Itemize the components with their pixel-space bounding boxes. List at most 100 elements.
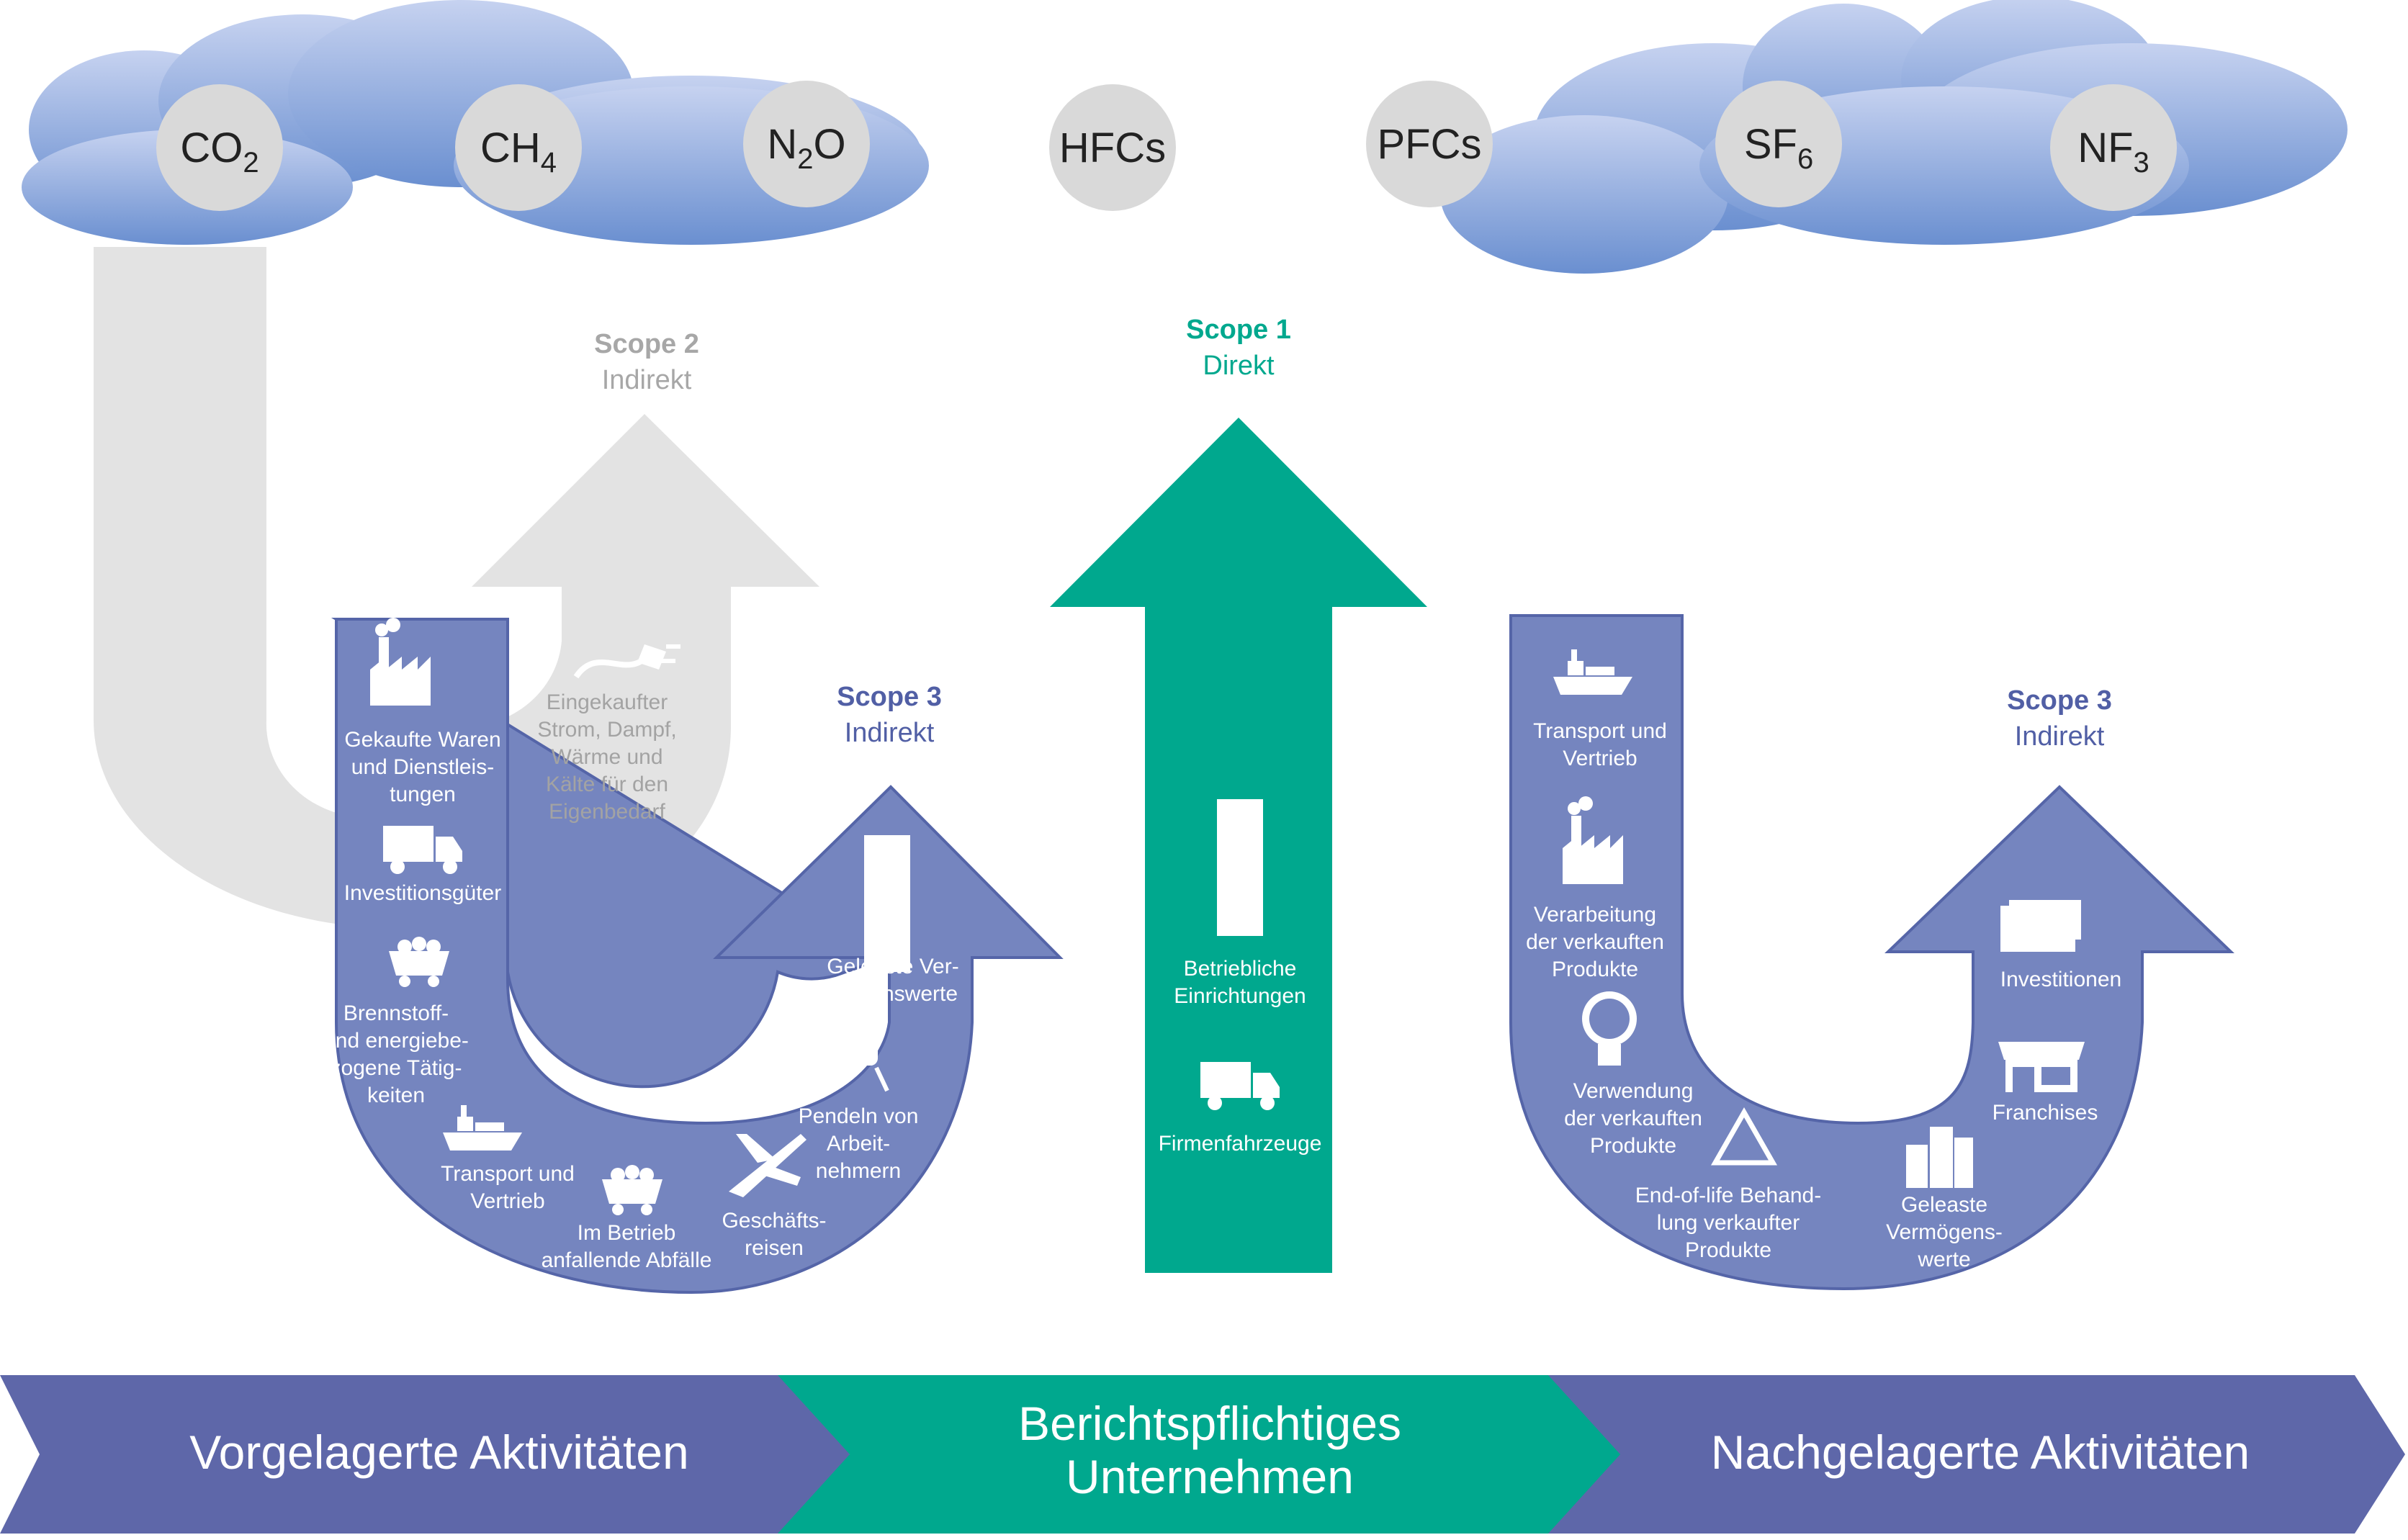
scope3-up-item-8-label: Geleaste Ver-mögenswerte xyxy=(827,955,958,1006)
scope3-down-item-7: € Investitionen xyxy=(2000,900,2121,991)
scope3-up-item-6-label: Geschäfts-reisen xyxy=(722,1209,826,1260)
truck-icon xyxy=(383,826,462,874)
scope3-up-item-3-label: Brennstoff-und energiebe-zogene Tätig-ke… xyxy=(323,1001,469,1107)
greenhouse-gases: CO2 CH4 N2O HFCs PFCs SF6 NF3 xyxy=(156,81,2177,211)
lightbulb-icon xyxy=(1582,991,1637,1066)
recycle-icon xyxy=(1710,1107,1778,1166)
scope3-down-item-6-label: Franchises xyxy=(1993,1101,2098,1125)
building-icon xyxy=(864,835,910,972)
truck-icon xyxy=(1200,1062,1280,1110)
scope3-up-item-6: Geschäfts-reisen xyxy=(722,1134,827,1260)
bottom-bar: Vorgelagerte Aktivitäten Berichtspflicht… xyxy=(0,1375,2405,1534)
cloud-right xyxy=(1440,0,2348,274)
scope3-up-item-2: Investitionsgüter xyxy=(344,826,501,905)
scope1-subtitle: Direkt xyxy=(1203,351,1275,381)
gas-ch4: CH4 xyxy=(455,84,582,211)
scope2-subtitle: Indirekt xyxy=(602,365,692,395)
gas-label: HFCs xyxy=(1059,125,1166,171)
gas-hfcs: HFCs xyxy=(1049,84,1176,211)
scope1-item-2-label: Firmenfahrzeuge xyxy=(1159,1132,1322,1156)
scope3-up-item-3: Brennstoff-und energiebe-zogene Tätig-ke… xyxy=(323,937,469,1107)
gas-circle xyxy=(156,84,283,211)
gas-label: CH4 xyxy=(480,125,557,179)
scope3-upstream-arrow-body xyxy=(335,618,1064,1294)
gas-pfcs: PFCs xyxy=(1366,81,1493,207)
bar-upstream xyxy=(0,1375,850,1534)
scope3-down-subtitle: Indirekt xyxy=(2015,721,2105,752)
gas-nf3: NF3 xyxy=(2050,84,2177,211)
plug-icon xyxy=(573,644,680,679)
ship-icon xyxy=(443,1105,522,1151)
airplane-icon xyxy=(729,1134,807,1197)
scope2-title: Scope 2 xyxy=(594,329,699,359)
scope3-up-item-8: Geleaste Ver-mögenswerte xyxy=(827,835,959,1006)
factory-icon xyxy=(1563,796,1623,884)
scope3-up-item-2-label: Investitionsgüter xyxy=(344,881,501,905)
scope1-title: Scope 1 xyxy=(1186,315,1291,345)
scope3-up-subtitle: Indirekt xyxy=(845,718,935,748)
scope3-upstream-arrow xyxy=(331,618,893,1089)
bar-upstream-label: Vorgelagerte Aktivitäten xyxy=(189,1426,688,1479)
scope2-arrow xyxy=(94,247,819,929)
gas-label: NF3 xyxy=(2077,125,2149,179)
shop-icon xyxy=(1998,1042,2085,1092)
gas-sf6: SF6 xyxy=(1715,81,1842,207)
mine-cart-icon xyxy=(389,937,449,987)
bar-downstream xyxy=(1548,1375,2405,1534)
scope-headings: Scope 2 Indirekt Scope 1 Direkt Scope 3 … xyxy=(594,315,2112,752)
gas-n2o: N2O xyxy=(743,81,870,207)
scope3-down-item-6: Franchises xyxy=(1993,1042,2098,1125)
scope1-item-2: Firmenfahrzeuge xyxy=(1159,1062,1322,1156)
scope3-down-item-7-label: Investitionen xyxy=(2000,968,2121,991)
svg-text:€: € xyxy=(2029,910,2047,945)
scope3-down-title: Scope 3 xyxy=(2007,685,2112,716)
gas-label: N2O xyxy=(767,121,845,175)
gas-circle xyxy=(743,81,870,207)
waste-cart-icon xyxy=(602,1165,662,1215)
train-icon xyxy=(820,1012,889,1092)
buildings-icon xyxy=(1906,1127,1973,1188)
gas-circle xyxy=(1049,84,1176,211)
factory-icon xyxy=(370,618,431,706)
building-icon xyxy=(1217,799,1263,936)
gas-label: PFCs xyxy=(1378,121,1482,168)
gas-co2: CO2 xyxy=(156,84,283,211)
bar-company xyxy=(778,1375,1620,1534)
bar-downstream-label: Nachgelagerte Aktivitäten xyxy=(1711,1426,2250,1479)
gas-circle xyxy=(2050,84,2177,211)
money-icon: € xyxy=(2000,900,2081,952)
gas-circle xyxy=(1715,81,1842,207)
scope3-downstream-arrow xyxy=(1509,614,2234,1291)
gas-circle xyxy=(1366,81,1493,207)
gas-label: SF6 xyxy=(1744,121,1813,175)
gas-label: CO2 xyxy=(180,125,259,179)
scope3-up-title: Scope 3 xyxy=(837,682,942,712)
ship-icon xyxy=(1553,649,1632,695)
gas-circle xyxy=(455,84,582,211)
